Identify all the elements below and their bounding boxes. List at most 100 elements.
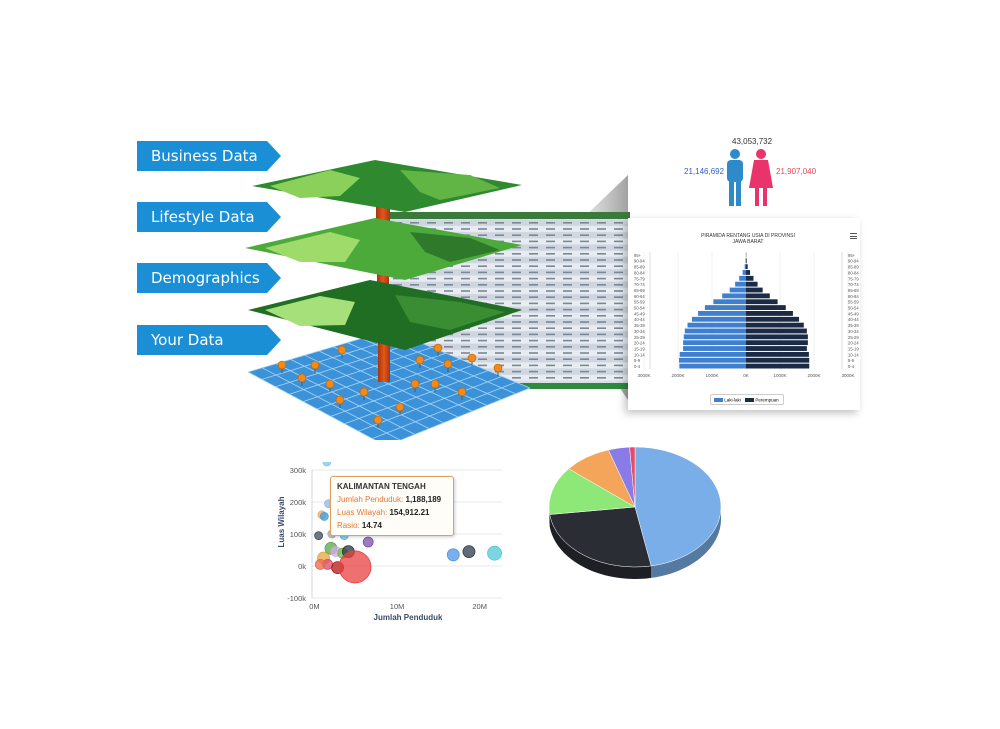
hamburger-menu-icon[interactable] (850, 233, 857, 239)
location-pin-icon (433, 343, 443, 353)
tooltip-value-penduduk: 1,188,189 (405, 495, 442, 504)
location-pin-icon (335, 395, 345, 405)
pyramid-age-label-right: 70-74 (848, 282, 859, 287)
bar-laki-laki (683, 334, 746, 340)
bar-perempuan (746, 311, 793, 316)
pyramid-x-tick: 3000K (841, 373, 854, 378)
pyramid-age-label-left: 80-84 (634, 270, 645, 275)
scatter-bubble[interactable] (322, 462, 332, 467)
pie-slice-side (651, 507, 721, 578)
tooltip-key-rasio: Rasio: (337, 521, 362, 530)
pie-slice[interactable] (634, 446, 722, 567)
female-person-icon (749, 149, 773, 206)
bar-perempuan (746, 322, 804, 328)
location-pin-icon (325, 379, 335, 389)
scatter-bubble[interactable] (314, 531, 324, 540)
pyramid-age-label-left: 15-19 (634, 346, 645, 351)
male-population: 21,146,692 (684, 167, 725, 176)
scatter-bubble[interactable] (362, 536, 374, 548)
scatter-bubble[interactable] (319, 512, 329, 521)
tooltip-value-luas: 154,912.21 (389, 508, 430, 517)
bar-perempuan (746, 357, 810, 363)
pyramid-x-tick: 2000K (807, 373, 820, 378)
bar-laki-laki (698, 311, 746, 316)
scatter-xlabel: Jumlah Penduduk (374, 613, 443, 622)
bar-laki-laki (679, 363, 746, 369)
scatter-x-tick: 0M (309, 602, 319, 611)
pyramid-age-label-right: 45-49 (848, 311, 859, 316)
female-population: 21,907,040 (776, 167, 817, 176)
pyramid-age-label-right: 65-69 (848, 288, 859, 293)
pie-slice[interactable] (629, 446, 636, 508)
pyramid-age-label-left: 70-74 (634, 282, 645, 287)
scatter-x-tick: 10M (390, 602, 405, 611)
lifestyle-data-layer (245, 218, 522, 280)
legend-perempuan[interactable]: Perempuan (755, 397, 779, 403)
bar-laki-laki (735, 281, 746, 287)
pyramid-title-1: PIRAMIDA RENTANG USIA DI PROVINSI (701, 233, 795, 239)
bar-perempuan (746, 363, 810, 369)
bar-perempuan (746, 328, 807, 334)
legend-laki-laki[interactable]: Laki-laki (724, 397, 741, 403)
scatter-bubble[interactable] (462, 545, 476, 558)
pyramid-age-label-left: 25-29 (634, 335, 645, 340)
scatter-y-tick: 200k (290, 498, 307, 507)
pie-slice[interactable] (548, 468, 636, 515)
pyramid-age-label-right: 10-14 (848, 352, 859, 357)
bar-perempuan (746, 270, 751, 275)
bar-laki-laki (745, 258, 746, 264)
bar-laki-laki (684, 328, 746, 334)
pyramid-x-tick: 0K (743, 373, 749, 378)
scatter-bubble[interactable] (314, 559, 326, 570)
location-pin-icon (337, 345, 347, 355)
tooltip-value-rasio: 14.74 (361, 521, 382, 530)
location-pin-icon (467, 353, 477, 363)
location-pin-icon (277, 360, 287, 370)
scatter-tooltip: KALIMANTAN TENGAH Jumlah Penduduk: 1,188… (330, 476, 454, 536)
tooltip-title: KALIMANTAN TENGAH (337, 482, 426, 491)
pyramid-age-label-right: 50-54 (848, 306, 859, 311)
tooltip-key-penduduk: Jumlah Penduduk: (337, 495, 406, 504)
location-pin-icon (359, 387, 369, 397)
pyramid-x-tick: 1000K (773, 373, 786, 378)
location-pin-icon (410, 379, 420, 389)
pyramid-age-label-left: 30-34 (634, 329, 645, 334)
location-pin-icon (395, 402, 405, 412)
pyramid-age-label-left: 5-9 (634, 358, 641, 363)
location-pin-icon (297, 373, 307, 383)
pie-slice[interactable] (549, 506, 652, 568)
pyramid-age-label-right: 40-44 (848, 317, 859, 322)
bar-perempuan (746, 334, 808, 340)
pyramid-legend: Laki-laki Perempuan (710, 394, 784, 405)
pyramid-age-label-right: 20-24 (848, 341, 859, 346)
location-pin-icon (493, 363, 503, 373)
pyramid-age-label-left: 50-54 (634, 306, 645, 311)
bar-perempuan (746, 258, 747, 264)
pyramid-age-label-right: 35-39 (848, 323, 859, 328)
scatter-y-tick: 100k (290, 530, 307, 539)
pyramid-title-2: JAWA BARAT (732, 239, 764, 245)
pie-slice-side (549, 514, 652, 579)
bar-perempuan (746, 275, 754, 281)
pyramid-age-label-right: 85-89 (848, 265, 859, 270)
pyramid-age-label-right: 55-59 (848, 300, 859, 305)
layer-label-business: Business Data (137, 141, 281, 171)
bar-perempuan (746, 305, 786, 310)
scatter-bubble[interactable] (338, 550, 372, 584)
location-pin-icon (430, 379, 440, 389)
pyramid-age-label-right: 60-64 (848, 294, 859, 299)
bar-laki-laki (729, 287, 746, 293)
pyramid-age-label-left: 90-94 (634, 259, 645, 264)
scatter-ylabel: Luas Wilayah (277, 496, 286, 547)
location-pin-icon (373, 415, 383, 425)
pyramid-x-tick: 2000K (671, 373, 684, 378)
bar-perempuan (746, 264, 748, 270)
bar-laki-laki (679, 357, 746, 363)
bar-laki-laki (687, 322, 746, 328)
location-pin-icon (457, 387, 467, 397)
scatter-bubble[interactable] (446, 548, 460, 562)
layer-label-demographics: Demographics (137, 263, 281, 293)
scatter-bubble[interactable] (487, 545, 502, 561)
pyramid-age-label-right: 80-84 (848, 270, 859, 275)
pyramid-x-tick: 3000K (637, 373, 650, 378)
